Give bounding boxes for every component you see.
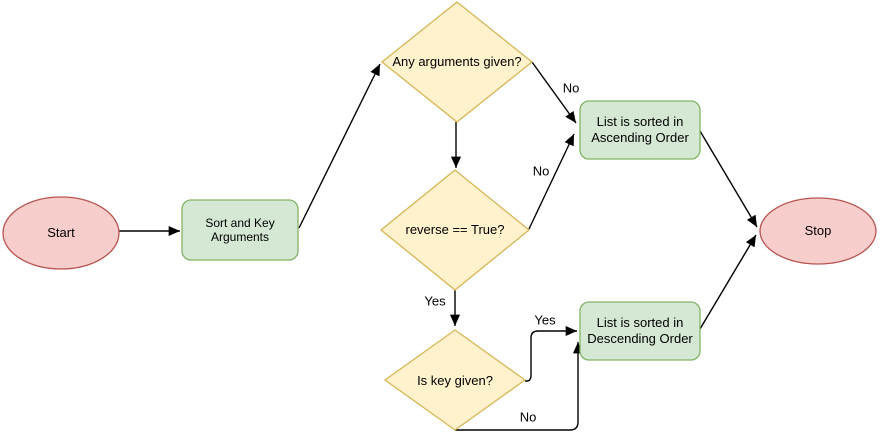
any-args-label: Any arguments given? [392,54,522,70]
edge-label-no-args: No [560,80,582,96]
edge-reverse-no-to-ascending [528,133,575,230]
ascending-order-label: List is sorted in Ascending Order [591,114,689,145]
edge-label-no-reverse: No [530,163,552,179]
is-key-given-label: Is key given? [417,373,493,389]
edge-label-no-key: No [517,409,539,425]
edge-label-yes-key: Yes [532,312,558,328]
edge-key-no-to-descending [455,342,584,431]
edge-ascending-to-stop [699,130,758,228]
edge-sort-to-any-args [298,63,381,229]
start-label: Start [47,225,75,241]
reverse-true-label: reverse == True? [405,222,505,238]
reverse-true-decision-node [379,169,531,291]
sort-key-args-label: Sort and Key Arguments [205,215,275,244]
edge-descending-to-stop [699,234,757,330]
stop-label: Stop [804,223,832,239]
ascending-order-node [579,100,701,160]
edge-key-yes-to-descending [525,325,577,382]
descending-order-label: List is sorted in Descending Order [587,315,693,346]
edge-label-yes-reverse: Yes [422,293,448,309]
descending-order-node [579,301,701,361]
sort-key-args-node [181,199,299,261]
is-key-given-decision-node [383,329,527,431]
stop-node [759,197,877,265]
edge-any-args-no-to-ascending [531,61,577,124]
start-node [2,196,120,270]
any-args-decision-node [380,1,534,123]
